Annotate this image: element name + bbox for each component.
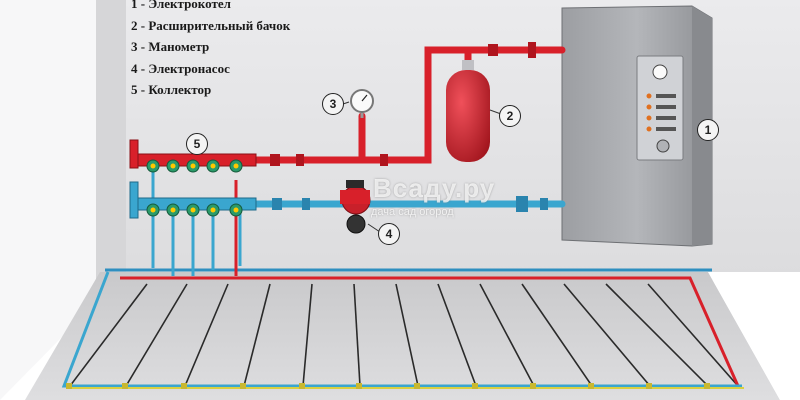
- floor-heating-loops: [69, 283, 739, 387]
- legend-item-tank: 2 - Расширительный бачок: [131, 17, 291, 33]
- legend-item-manifold: 5 - Коллектор: [131, 82, 212, 97]
- supply-valves: [270, 42, 536, 166]
- legend-item-boiler: 1 - Электрокотел: [131, 0, 231, 11]
- electric-boiler: [561, 5, 713, 247]
- loop-fittings: [66, 383, 710, 389]
- legend: 1 - Электрокотел 2 - Расширительный бачо…: [131, 0, 290, 101]
- return-valves: [272, 196, 548, 212]
- return-perimeter-pipe: [61, 271, 742, 388]
- boiler-knob: [656, 139, 670, 153]
- boiler-thermometer-dial: [652, 64, 668, 80]
- watermark-logo: Всаду.ру: [373, 173, 496, 203]
- expansion-tank: [446, 60, 490, 162]
- callout-gauge: 3: [322, 93, 344, 115]
- return-manifold: [129, 139, 257, 219]
- legend-item-gauge: 3 - Манометр: [131, 39, 210, 54]
- callout-manifold: 5: [186, 133, 208, 155]
- manifold-drop-pipes: [151, 170, 242, 276]
- circulation-pump: [340, 180, 371, 234]
- callout-tank: 2: [499, 105, 521, 127]
- supply-perimeter-pipe: [120, 276, 740, 387]
- boiler-indicator-lights: [646, 93, 652, 132]
- watermark-tagline: дача сад огород: [371, 206, 454, 218]
- floor-right-blank: [708, 272, 800, 400]
- floor: [25, 272, 780, 400]
- wall-corner: [96, 0, 126, 292]
- legend-item-pump: 4 - Электронасос: [131, 60, 230, 76]
- supply-manifold: [137, 153, 257, 173]
- callout-boiler: 1: [697, 119, 719, 141]
- pressure-gauge: [350, 89, 374, 118]
- callout-pump: 4: [378, 223, 400, 245]
